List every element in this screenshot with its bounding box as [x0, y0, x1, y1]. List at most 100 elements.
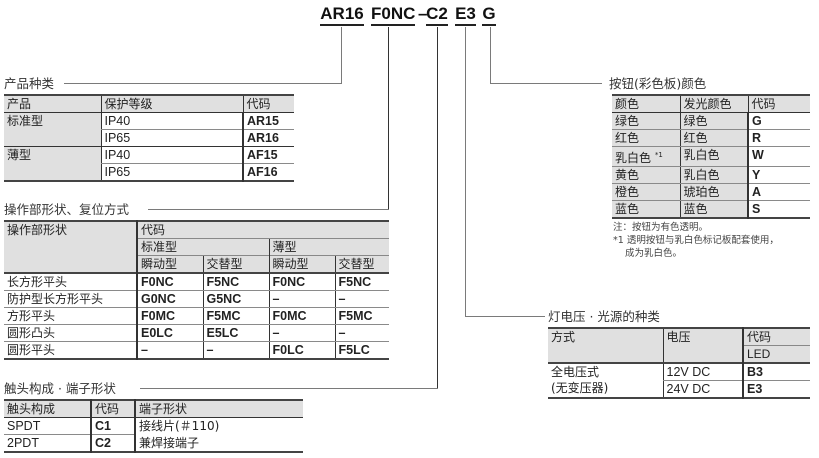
- code-cell: –: [202, 341, 269, 359]
- protection-cell: IP65: [100, 163, 243, 181]
- code-cell: G0NC: [136, 290, 203, 308]
- table-row: SPDT C1 接线片(＃110): [4, 417, 303, 435]
- header-alternate: 交替型: [334, 255, 389, 273]
- table-row: 红色 红色 R: [612, 129, 810, 147]
- config-cell: 2PDT: [4, 434, 91, 452]
- code-separator: –: [418, 4, 428, 23]
- lamp-title: 灯电压 · 光源的种类: [548, 309, 664, 324]
- header-led: LED: [742, 345, 810, 363]
- protection-cell: IP65: [100, 129, 243, 147]
- code-cell: C1: [90, 417, 135, 435]
- table-row: 长方形平头 F0NC F5NC F0NC F5NC: [4, 273, 389, 291]
- header-alternate: 交替型: [202, 255, 269, 273]
- header-momentary: 瞬动型: [136, 255, 203, 273]
- header-color: 颜色: [612, 95, 680, 113]
- operation-title: 操作部形状、复位方式: [4, 202, 134, 217]
- code-cell: F0MC: [136, 307, 203, 325]
- light-cell: 红色: [679, 129, 748, 147]
- method-line: 全电压式: [551, 365, 600, 379]
- contact-title: 触头构成 · 端子形状: [4, 381, 120, 396]
- connector-product-vertical: [341, 27, 342, 84]
- table-row: 黄色 乳白色 Y: [612, 166, 810, 184]
- table-row: IP65 AF16: [4, 163, 294, 181]
- connector-lamp-horizontal: [465, 316, 545, 317]
- light-cell: 琥珀色: [679, 183, 748, 201]
- note-line: 成为乳白色。: [625, 248, 683, 259]
- table-header-row: LED: [548, 345, 810, 363]
- header-voltage: 电压: [662, 328, 743, 363]
- code-cell: F5LC: [334, 341, 389, 359]
- table-row: 防护型长方形平头 G0NC G5NC – –: [4, 290, 389, 308]
- light-cell: 绿色: [679, 112, 748, 130]
- note-line: 注：按钮为有色透明。: [613, 222, 709, 233]
- config-cell: SPDT: [4, 417, 91, 435]
- code-cell: F5MC: [334, 307, 389, 325]
- code-cell: F0LC: [268, 341, 335, 359]
- code-segment-operation: F0NC: [371, 4, 415, 26]
- table-row: 圆形凸头 E0LC E5LC – –: [4, 324, 389, 342]
- code-cell: F5NC: [202, 273, 269, 291]
- code-cell: AF15: [242, 146, 294, 164]
- method-cell: 全电压式 (无变压器): [548, 363, 663, 398]
- light-cell: 乳白色: [679, 166, 748, 184]
- code-cell: F5MC: [202, 307, 269, 325]
- code-segment-product: AR16: [320, 4, 364, 26]
- table-header-row: 标准型 薄型: [4, 238, 389, 256]
- product-type-table: 产品 保护等级 代码 标准型 IP40 AR15 IP65 AR16 薄型 IP…: [4, 94, 294, 182]
- table-row: 全电压式 (无变压器) 12V DC B3: [548, 363, 810, 398]
- light-cell: 乳白色: [679, 146, 748, 167]
- header-config: 触头构成: [4, 400, 91, 418]
- table-header-row: 操作部形状 代码: [4, 221, 389, 273]
- header-light: 发光颜色: [679, 95, 748, 113]
- table-header-row: 颜色 发光颜色 代码: [612, 95, 810, 113]
- color-cell: 绿色: [612, 112, 680, 130]
- product-cell: 标准型: [4, 112, 101, 147]
- product-cell: 薄型: [4, 146, 101, 181]
- connector-product-horizontal: [64, 83, 342, 84]
- terminal-cell: 接线片(＃110): [134, 417, 303, 435]
- header-code: 代码: [742, 328, 810, 346]
- code-cell: R: [747, 129, 810, 147]
- light-cell: 蓝色: [679, 200, 748, 218]
- code-cell: C2: [90, 434, 135, 452]
- shape-cell: 长方形平头: [4, 273, 137, 291]
- header-code: 代码: [242, 95, 294, 113]
- code-cell: F0NC: [136, 273, 203, 291]
- table-row: 蓝色 蓝色 S: [612, 200, 810, 218]
- operation-table: 操作部形状 代码 标准型 薄型 瞬动型 交替型 瞬动型 交替型 长方形平头 F0…: [4, 220, 389, 360]
- table-row: 24V DC E3: [548, 380, 810, 398]
- code-cell: F5NC: [334, 273, 389, 291]
- protection-cell: IP40: [100, 146, 243, 164]
- voltage-cell: 24V DC: [662, 380, 743, 398]
- code-segment-lamp: E3: [455, 4, 476, 26]
- shape-cell: 圆形凸头: [4, 324, 137, 342]
- code-segment-contact: C2: [426, 4, 448, 26]
- code-cell: AR15: [242, 112, 294, 130]
- color-cell: 乳白色 *1: [612, 146, 680, 167]
- code-cell: E0LC: [136, 324, 203, 342]
- color-cell: 红色: [612, 129, 680, 147]
- color-name: 乳白色: [615, 151, 652, 165]
- table-header-row: 瞬动型 交替型 瞬动型 交替型: [4, 255, 389, 273]
- code-cell: F0MC: [268, 307, 335, 325]
- code-cell: F0NC: [268, 273, 335, 291]
- code-cell: A: [747, 183, 810, 201]
- code-cell: E3: [742, 380, 810, 398]
- color-cell: 蓝色: [612, 200, 680, 218]
- color-cell: 橙色: [612, 183, 680, 201]
- code-cell: –: [136, 341, 203, 359]
- footnote-marker: *1: [654, 151, 663, 159]
- button-color-table: 颜色 发光颜色 代码 绿色 绿色 G 红色 红色 R 乳白色 *1 乳白色 W …: [612, 94, 810, 219]
- header-standard: 标准型: [136, 238, 269, 256]
- connector-operation-vertical: [388, 27, 389, 210]
- table-header-row: 产品 保护等级 代码: [4, 95, 294, 113]
- lamp-table: 方式 电压 代码 LED 全电压式 (无变压器) 12V DC B3 24V D…: [548, 327, 810, 399]
- header-code: 代码: [136, 221, 389, 239]
- color-cell: 黄色: [612, 166, 680, 184]
- header-shape: 操作部形状: [4, 221, 137, 273]
- shape-cell: 方形平头: [4, 307, 137, 325]
- header-momentary: 瞬动型: [268, 255, 335, 273]
- shape-cell: 圆形平头: [4, 341, 137, 359]
- code-cell: G5NC: [202, 290, 269, 308]
- code-cell: B3: [742, 363, 810, 381]
